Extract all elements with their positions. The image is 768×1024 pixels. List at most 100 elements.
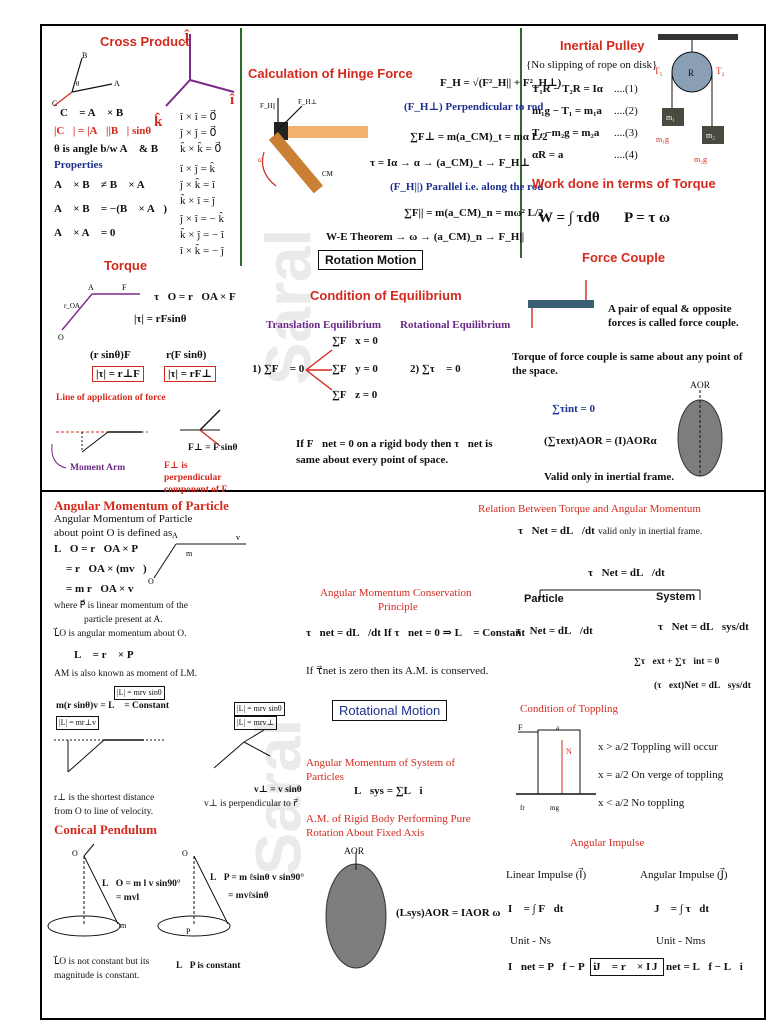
unit-rule-6: k̂ × î = ĵ [180, 195, 216, 207]
divider-middle [40, 490, 766, 492]
translation-label: Translation Equilibrium [266, 319, 382, 331]
v-perp-eq: v⊥ = v sinθ [254, 785, 302, 795]
sum-tau-eq: ∑τ⃗ext + ∑τ⃗int = 0 [634, 657, 720, 667]
svg-text:O: O [148, 577, 154, 586]
rigid-aor-label: AOR [344, 847, 365, 857]
svg-text:a: a [556, 724, 560, 732]
am-rigid-heading-2: Rotation About Fixed Axis [306, 827, 425, 839]
where-line-1: where P⃗ is linear momentum of the [54, 601, 188, 611]
divider-right [520, 28, 522, 258]
svg-text:P: P [186, 927, 191, 936]
conical-note-1b: magnitude is constant. [54, 971, 140, 981]
svg-text:m₁: m₁ [666, 113, 675, 122]
svg-text:T₂: T₂ [716, 66, 725, 76]
work-torque-heading: Work done in terms of Torque [532, 176, 716, 191]
svg-text:B: B [82, 51, 87, 60]
equilibrium-heading: Condition of Equilibrium [310, 288, 462, 303]
svg-text:fr: fr [520, 804, 525, 812]
conical-eq-1a: L⃗O = m l v sin90° [102, 879, 181, 889]
am-conservation-heading-2: Principle [378, 601, 418, 613]
pulley-eq-4: αR = a [532, 149, 564, 161]
am-eq-1: L⃗O = r⃗OA × P⃗ [54, 543, 147, 555]
property-2: A⃗ × B⃗ = −(B⃗ × A⃗) [54, 203, 168, 215]
unit-rule-1: î × î = 0⃗ [180, 111, 217, 123]
pulley-eq-3: T₂ −m₂g = m₂a [532, 127, 600, 139]
parallel-equation: ∑F|| = m(a_CM)_n = mω² L/2 [404, 207, 544, 219]
rotational-motion-box: Rotational Motion [332, 700, 448, 721]
pulley-note: {No slipping of rope on disk} [526, 59, 658, 71]
angular-impulse-unit: Unit - Nms [656, 935, 706, 947]
pulley-eq-1: T₁R − T₂R = Iα [532, 83, 603, 95]
svg-text:O: O [72, 849, 78, 858]
rigid-body-aor-diagram [677, 390, 723, 477]
divider-left [240, 28, 242, 266]
parallel-label: (F_H||) Parallel i.e. along the rod [390, 181, 544, 193]
svg-text:R: R [688, 68, 694, 78]
am-system-eq: L⃗sys = ∑L⃗i [354, 785, 423, 797]
am-particle-line-1: Angular Momentum of Particle [54, 513, 193, 525]
aor-label: AOR [690, 381, 711, 391]
axis-k-label: k̂ [154, 114, 163, 130]
branch-z: ∑F⃗z = 0 [332, 389, 378, 401]
svg-text:θ: θ [76, 80, 80, 88]
svg-text:v: v [236, 533, 240, 542]
am-eq-2: = r⃗OA × (mv⃗) [66, 563, 147, 575]
tau-chain: τ = Iα → α → (a_CM)_t → F_H⊥ [370, 157, 531, 169]
power-eq: P = τ ω [624, 210, 671, 226]
cross-product-angle: θ is angle b/w A⃗ & B⃗ [54, 143, 167, 155]
torque-am-heading: Relation Between Torque and Angular Mome… [478, 503, 701, 515]
conical-pendulum-diagram-2: OP [157, 849, 231, 937]
force-couple-diagram [528, 280, 594, 328]
unit-rule-4: î × ĵ = k̂ [180, 163, 216, 175]
angular-impulse-label: Angular Impulse (J⃗) [640, 869, 728, 881]
rotational-eq: 2) ∑τ⃗ = 0 [410, 363, 461, 375]
line-of-application-label: Line of application of force [56, 393, 166, 403]
r-perp-note-1: r⊥ is the shortest distance [54, 793, 155, 803]
pulley-num-2: ....(2) [614, 105, 638, 117]
svg-text:m: m [186, 549, 193, 558]
axes-diagram [165, 34, 235, 107]
torque-box-1: |τ| = r⊥F [92, 366, 144, 382]
fperp-label: F⊥ = F sinθ [188, 443, 238, 453]
svg-text:N: N [566, 747, 572, 756]
equilibrium-branches [305, 349, 333, 391]
torque-am-valid: valid only in inertial frame. [598, 527, 703, 537]
conical-eq-2a: L⃗P = m ℓsinθ v sin90° [210, 873, 305, 883]
svg-text:m₂: m₂ [706, 131, 715, 140]
unit-rule-5: ĵ × k̂ = î [180, 179, 216, 191]
r-perp-note-2: from O to line of velocity. [54, 807, 154, 817]
work-eq: W = ∫ τdθ [538, 210, 600, 226]
conical-eq-1b: = mvl [116, 893, 140, 903]
am-conservation-heading-1: Angular Momentum Conservation [320, 587, 472, 599]
torque-heading: Torque [104, 258, 148, 273]
moment-arm-label: Moment Arm [70, 463, 126, 473]
angular-impulse-eq: J⃗ = ∫ τ⃗dt [654, 903, 709, 915]
am-system-heading-1: Angular Momentum of System of [306, 757, 456, 769]
svg-text:O: O [58, 333, 64, 342]
cross-product-vector-diagram: ABC θ [52, 51, 120, 108]
pulley-num-4: ....(4) [614, 149, 638, 161]
am-system-heading-2: Particles [306, 771, 344, 783]
inertial-frame-note: Valid only in inertial frame. [544, 471, 675, 483]
particle-eq: τ⃗Net = dL⃗/dt [516, 625, 593, 637]
svg-text:m: m [120, 921, 127, 930]
am-rigid-eq: (Lsys)AOR = IAOR ω [396, 907, 501, 919]
force-couple-torque-note: Torque of force couple is same about any… [512, 351, 743, 377]
am-conservation-note: If τ⃗net is zero then its A.M. is conser… [306, 665, 489, 677]
unit-rule-9: î × k̂ = − ĵ [180, 245, 224, 257]
am-moment-note: AM is also known as moment of LM. [54, 669, 198, 679]
force-component-diagram [180, 409, 221, 447]
fh-equation: F_H = √(F²_H|| + F²_H⊥) [440, 77, 562, 89]
axis-j-label: ĵ [184, 28, 189, 44]
moment-arm-diagram [51, 431, 148, 469]
rotational-label: Rotational Equilibrium [400, 319, 511, 331]
pulley-num-1: ....(1) [614, 83, 638, 95]
unit-rule-3: k̂ × k̂ = 0⃗ [180, 143, 222, 155]
svg-text:C: C [52, 99, 57, 108]
perp-label: (F_H⊥) Perpendicular to rod [404, 101, 544, 113]
svg-text:F_H⊥: F_H⊥ [298, 98, 317, 106]
am-box-b: |L| = mr⊥v [56, 716, 100, 730]
toppling-rule-3: x < a/2 No toppling [598, 797, 685, 809]
r-perp-diagram [54, 739, 164, 773]
svg-text:m₂g: m₂g [694, 155, 707, 164]
